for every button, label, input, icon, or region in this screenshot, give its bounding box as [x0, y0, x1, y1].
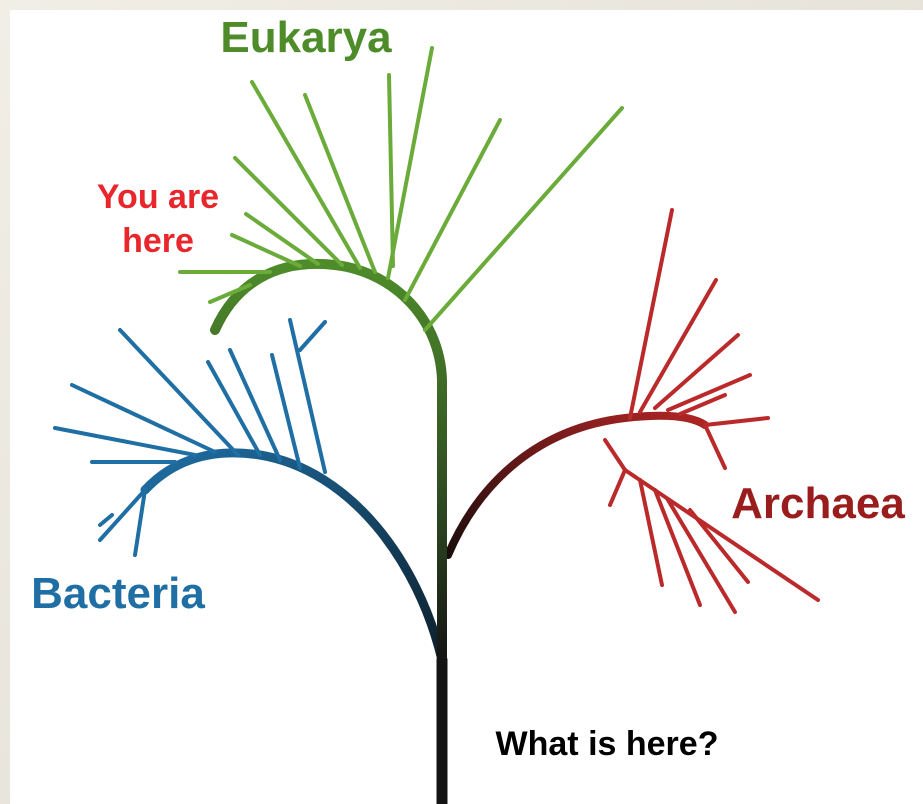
eukarya-label: Eukarya — [220, 13, 392, 62]
you-are-here-label-line2: here — [122, 222, 194, 260]
bacteria-label: Bacteria — [31, 569, 205, 618]
question-label: What is here? — [496, 725, 719, 763]
you-are-here-label-line1: You are — [97, 178, 219, 216]
archaea-label: Archaea — [731, 479, 905, 528]
archaea-branch — [448, 210, 818, 612]
